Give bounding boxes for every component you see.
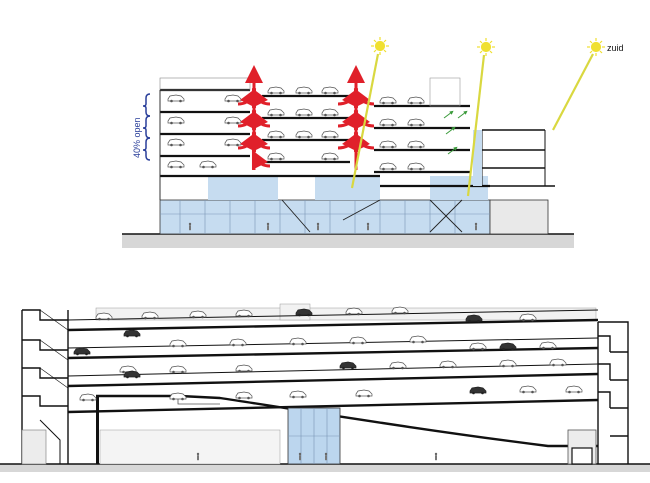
ventilation-bracket [142,93,151,161]
office-block [481,129,555,187]
middle-parking-decks [250,94,380,178]
atrium-void-left [208,176,278,200]
sun-rays [350,53,594,197]
sun-icon [371,37,389,55]
ventilation-label: 40% open [132,117,142,158]
top-cross-section: zuid 40% open [122,37,624,248]
bottom-long-section [0,303,650,472]
top-ground [122,234,574,248]
orientation-label: zuid [607,43,624,53]
sun-icon [477,38,495,56]
atrium-void-middle [315,176,380,200]
ground-floor-glazing [159,199,491,235]
right-stair-tower [597,321,629,464]
sun-icon [587,38,605,56]
airflow-arrows [237,65,375,171]
green-arrows [443,110,468,155]
bottom-ramp [96,394,598,448]
bottom-parking-decks [67,318,599,414]
bottom-ground [0,464,650,472]
